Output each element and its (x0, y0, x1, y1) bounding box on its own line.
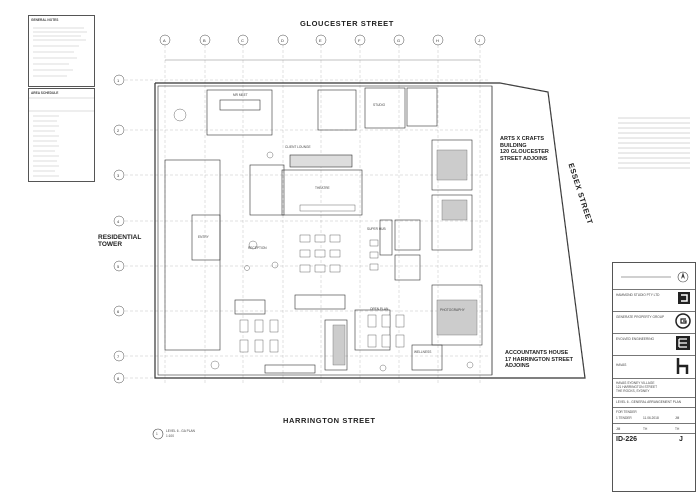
grid-row-4: 4 (117, 219, 120, 224)
residential-label-line2: TOWER (98, 241, 123, 248)
tb-divider-1 (613, 289, 695, 290)
area-schedule-panel: AREA SCHEDULE (28, 88, 95, 182)
grid-col-f: F (358, 38, 361, 43)
accountants-label: ACCOUNTANTS HOUSE 17 HARRINGTON STREET A… (505, 350, 573, 370)
client-logo-icon (675, 313, 691, 329)
general-notes-panel: GENERAL NOTES (28, 15, 95, 87)
acc-line3: ADJOINS (505, 363, 530, 369)
grid-col-e: E (319, 38, 322, 43)
area-schedule-title: AREA SCHEDULE (31, 91, 59, 95)
room-photography: PHOTOGRAPHY (440, 308, 465, 312)
grid-row-1: 1 (117, 78, 120, 83)
room-studio: STUDIO (373, 103, 386, 107)
residential-tower-label: RESIDENTIAL TOWER (98, 234, 141, 248)
caption-bubble (152, 428, 164, 440)
tb-divider-2 (613, 311, 695, 312)
tb-status: FOR TENDER (616, 410, 637, 414)
arts-crafts-label: ARTS X CRAFTS BUILDING 120 GLOUCESTER ST… (500, 136, 549, 162)
caption-title: LEVEL 6 - GA PLAN (166, 429, 195, 433)
tb-drawing-number: ID-226 (616, 436, 638, 443)
general-notes-title: GENERAL NOTES (31, 18, 59, 22)
grid-row-7: 7 (117, 354, 120, 359)
tb-initial-2: TH (643, 427, 648, 431)
tb-tenant: HAVAS (616, 363, 627, 367)
tb-divider-8 (613, 423, 695, 424)
notes-lines (33, 27, 87, 77)
arts-line1: ARTS X CRAFTS (500, 136, 544, 142)
caption-number: 1 (156, 432, 158, 436)
tb-drawing-title: LEVEL 6 - GENERAL ARRANGEMENT PLAN (616, 400, 682, 404)
grid-col-d: D (281, 38, 284, 43)
tb-client: GENERATE PROPERTY GROUP (616, 315, 665, 319)
tb-divider-9 (613, 433, 695, 434)
grid-col-b: B (203, 38, 206, 43)
acc-line1: ACCOUNTANTS HOUSE (505, 350, 569, 356)
tb-engineer: EVOLVED ENGINEERING (616, 337, 655, 341)
tb-rev-date: 11.06.2018 (643, 416, 659, 420)
room-entry: ENTRY (198, 235, 209, 239)
tb-project-line2: 121 HARRINGTON STREET (616, 385, 658, 389)
engineer-logo-icon (676, 336, 690, 350)
arts-line3: 120 GLOUCESTER (500, 149, 549, 155)
tb-divider-3 (613, 333, 695, 334)
tb-divider-5 (613, 378, 695, 379)
room-boardroom: MR MEET (233, 93, 248, 97)
tb-divider-4 (613, 355, 695, 356)
arts-line4: STREET ADJOINS (500, 155, 548, 162)
tb-revision: J (679, 436, 683, 443)
grid-row-8: 8 (117, 376, 120, 381)
room-open-plan: OPEN PLAN (370, 307, 389, 311)
tb-rev-issue: 1 TENDER (616, 416, 632, 420)
arts-line2: BUILDING (500, 142, 527, 149)
grid-col-g: G (397, 38, 401, 43)
room-wellness: WELLNESS (414, 350, 432, 354)
room-reception: RECEPTION (248, 246, 267, 250)
tb-architect: HAMMOND STUDIO PTY LTD (616, 293, 660, 297)
tb-divider-7 (613, 407, 695, 408)
area-lines (29, 97, 94, 177)
grid-col-c: C (241, 38, 244, 43)
tb-rev-by: JM (675, 416, 680, 420)
tb-initial-1: JM (616, 427, 621, 431)
architect-logo-icon (678, 292, 690, 304)
grid-row-2: 2 (117, 128, 120, 133)
caption-scale: 1:100 (166, 434, 174, 438)
acc-line2: 17 HARRINGTON STREET (505, 356, 574, 363)
tb-project-line3: THE ROCKS, SYDNEY (616, 389, 650, 393)
residential-label-line1: RESIDENTIAL (98, 234, 142, 241)
grid-col-a: A (163, 38, 166, 43)
room-client-lounge: CLIENT LOUNGE (285, 145, 311, 149)
tb-project-line1: HAVAS SYDNEY VILLAGE (616, 381, 655, 385)
room-super-hub: SUPER HUB (367, 227, 386, 231)
tb-divider-6 (613, 397, 695, 398)
tenant-logo-icon (676, 358, 689, 374)
grid-row-6: 6 (117, 309, 120, 314)
north-arrow-icon (621, 271, 689, 283)
grid-col-j: J (478, 38, 480, 43)
street-label-north: GLOUCESTER STREET (300, 19, 394, 28)
grid-row-5: 5 (117, 264, 120, 269)
grid-col-h: H (436, 38, 439, 43)
tb-initial-3: TH (675, 427, 680, 431)
room-theatre: THEATRE (315, 186, 330, 190)
tb-project: HAVAS SYDNEY VILLAGE 121 HARRINGTON STRE… (616, 381, 657, 393)
title-block: HAMMOND STUDIO PTY LTD GENERATE PROPERTY… (612, 262, 696, 492)
grid-row-3: 3 (117, 173, 120, 178)
street-label-south: HARRINGTON STREET (283, 416, 376, 425)
